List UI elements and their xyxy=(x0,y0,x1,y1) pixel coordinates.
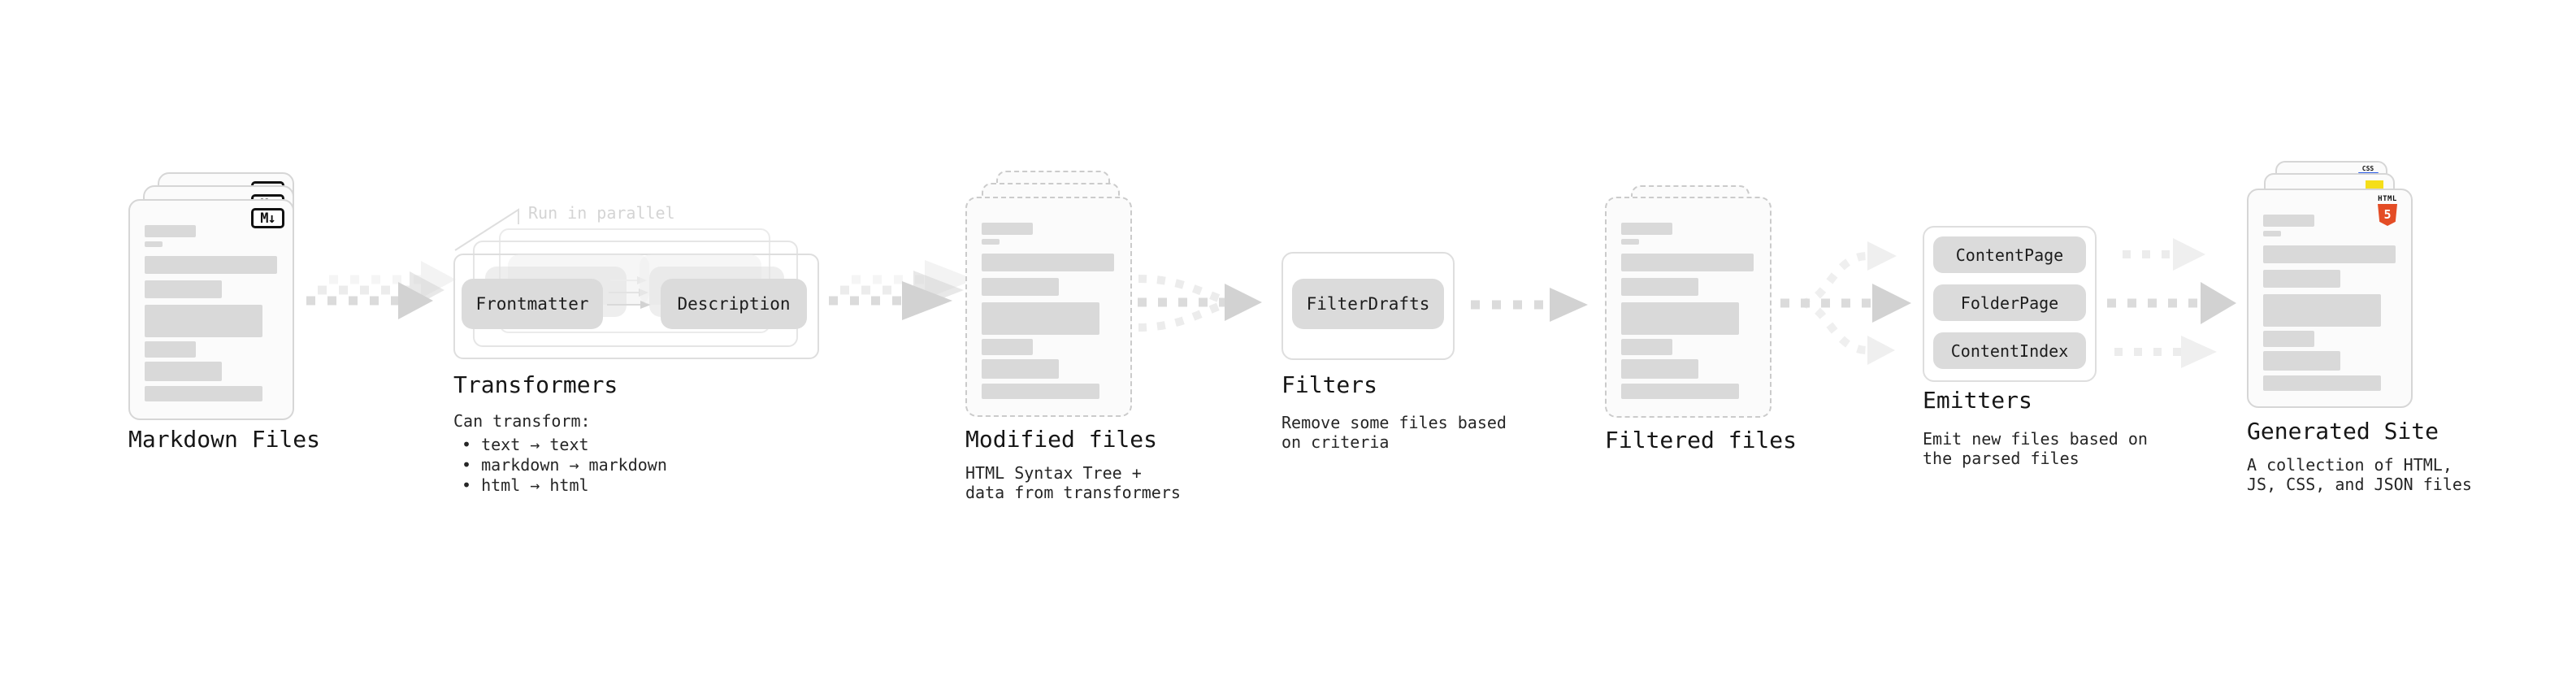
stage-title-markdown-files: Markdown Files xyxy=(128,426,321,453)
transformers-bullet: • markdown → markdown xyxy=(462,455,667,475)
markdown-file-card-front: M↓ xyxy=(128,199,294,420)
emitters-container xyxy=(1923,226,2097,382)
css-icon: CSS xyxy=(2361,165,2374,172)
placeholder-bar xyxy=(145,362,222,381)
arrow-merge-modified-to-filters xyxy=(1138,275,1262,332)
placeholder-bar xyxy=(982,302,1099,335)
placeholder-bar xyxy=(1621,278,1698,296)
filters-description: Remove some files based on criteria xyxy=(1281,413,1507,452)
run-in-parallel-leader-line xyxy=(454,208,519,251)
arrows-emitters-to-generated xyxy=(2107,238,2236,368)
placeholder-bar xyxy=(982,239,1000,245)
placeholder-bar xyxy=(1621,239,1639,245)
placeholder-bar xyxy=(1621,359,1698,379)
generated-site-line: JS, CSS, and JSON files xyxy=(2247,475,2472,494)
placeholder-bar xyxy=(982,254,1114,271)
js-icon xyxy=(2366,180,2383,189)
placeholder-bar xyxy=(145,256,277,274)
markdown-icon: M↓ xyxy=(251,208,284,228)
html5-icon: HTML 5 xyxy=(2377,195,2398,226)
arrow-transformers-to-modified xyxy=(829,260,975,320)
placeholder-bar xyxy=(2263,215,2314,227)
stage-title-filters: Filters xyxy=(1281,371,1378,398)
html5-icon-word: HTML xyxy=(2378,195,2397,203)
placeholder-bar xyxy=(145,341,196,358)
transformers-description: Can transform: • text → text • markdown … xyxy=(453,411,667,496)
transformers-bullet: • text → text xyxy=(462,435,589,454)
placeholder-bar xyxy=(145,280,222,298)
placeholder-bar xyxy=(2263,351,2340,371)
placeholder-bar xyxy=(2263,270,2340,288)
modified-files-description: HTML Syntax Tree + data from transformer… xyxy=(965,463,1181,502)
placeholder-bar xyxy=(1621,339,1672,355)
stage-title-modified-files: Modified files xyxy=(965,426,1158,453)
run-in-parallel-label: Run in parallel xyxy=(528,203,675,223)
placeholder-bar xyxy=(2263,331,2314,347)
contentindex-pill: ContentIndex xyxy=(1933,332,2086,369)
placeholder-bar xyxy=(145,305,262,337)
placeholder-bar xyxy=(1621,384,1739,399)
transformers-intro: Can transform: xyxy=(453,411,591,431)
filterdrafts-pill: FilterDrafts xyxy=(1292,279,1444,329)
filters-line: Remove some files based xyxy=(1281,413,1507,432)
generated-site-line: A collection of HTML, xyxy=(2247,455,2452,475)
placeholder-bar xyxy=(2263,245,2396,263)
placeholder-bar xyxy=(982,339,1033,355)
placeholder-bar xyxy=(982,223,1033,235)
placeholder-bar xyxy=(145,225,196,237)
html5-icon-shield: 5 xyxy=(2378,204,2397,226)
filtered-file-card-front xyxy=(1605,197,1772,418)
generated-html-card: HTML 5 xyxy=(2247,189,2413,408)
arrow-markdown-to-transformers xyxy=(306,261,456,319)
modified-file-card-front xyxy=(965,197,1132,417)
stage-title-generated-site: Generated Site xyxy=(2247,418,2439,445)
placeholder-bar xyxy=(145,386,262,401)
placeholder-bar xyxy=(1621,223,1672,235)
transformers-bullet: • html → html xyxy=(462,475,589,495)
placeholder-bar xyxy=(1621,254,1754,271)
modified-files-line: data from transformers xyxy=(965,483,1181,502)
modified-files-line: HTML Syntax Tree + xyxy=(965,463,1142,483)
placeholder-bar xyxy=(1621,302,1739,335)
emitters-description: Emit new files based on the parsed files xyxy=(1923,429,2148,468)
arrow-filters-to-filtered xyxy=(1471,288,1588,322)
stage-title-transformers: Transformers xyxy=(453,371,618,398)
frontmatter-pill: Frontmatter xyxy=(462,279,603,329)
placeholder-bar xyxy=(982,359,1059,379)
placeholder-bar xyxy=(2263,294,2381,327)
folderpage-pill: FolderPage xyxy=(1933,284,2086,321)
placeholder-bar xyxy=(145,241,163,247)
generated-site-description: A collection of HTML, JS, CSS, and JSON … xyxy=(2247,455,2472,494)
description-pill: Description xyxy=(661,279,807,329)
stage-title-filtered-files: Filtered files xyxy=(1605,427,1798,453)
filters-line: on criteria xyxy=(1281,432,1390,452)
contentpage-pill: ContentPage xyxy=(1933,236,2086,273)
arrow-fanout-filtered-to-emitters xyxy=(1780,241,1911,365)
emitters-line: Emit new files based on xyxy=(1923,429,2148,449)
placeholder-bar xyxy=(2263,375,2381,391)
filters-container xyxy=(1281,252,1455,360)
stage-title-emitters: Emitters xyxy=(1923,387,2032,414)
emitters-line: the parsed files xyxy=(1923,449,2079,468)
placeholder-bar xyxy=(2263,231,2281,236)
placeholder-bar xyxy=(982,278,1059,296)
placeholder-bar xyxy=(982,384,1099,399)
